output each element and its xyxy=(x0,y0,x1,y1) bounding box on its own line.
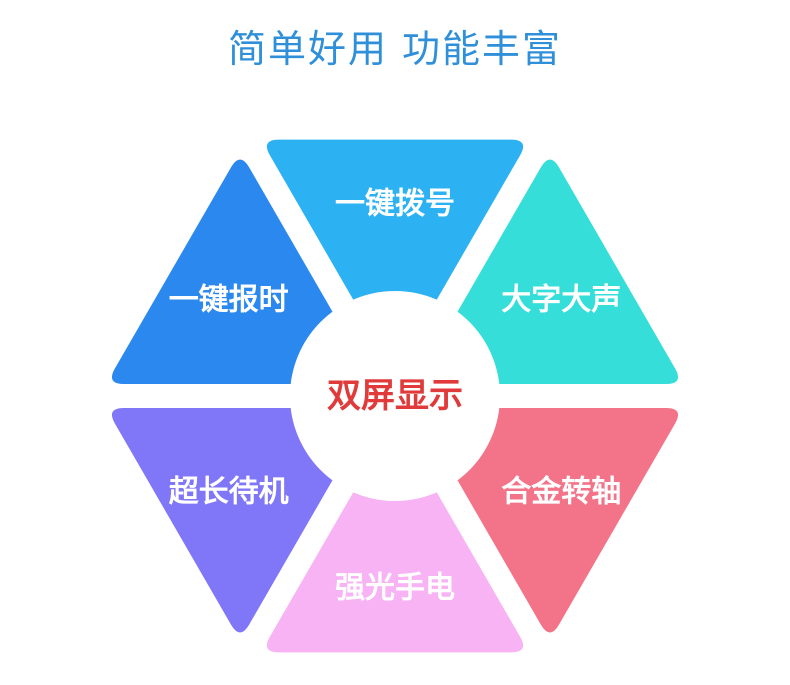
segment-5 xyxy=(111,408,369,633)
segment-1 xyxy=(266,139,524,365)
segment-label: 一键报时 xyxy=(169,283,289,318)
center-label: 双屏显示 xyxy=(327,376,463,416)
segment-label: 合金转轴 xyxy=(501,475,621,510)
segment-3 xyxy=(421,408,679,633)
segment-label: 强光手电 xyxy=(335,571,455,606)
page-title: 简单好用 功能丰富 xyxy=(227,27,563,71)
segment-label: 大字大声 xyxy=(501,283,621,318)
segment-2 xyxy=(421,159,679,384)
segment-6 xyxy=(111,159,369,384)
segment-4 xyxy=(266,427,524,653)
segment-label: 一键拨号 xyxy=(335,187,455,222)
center-circle xyxy=(290,291,500,501)
segment-label: 超长待机 xyxy=(169,475,289,510)
